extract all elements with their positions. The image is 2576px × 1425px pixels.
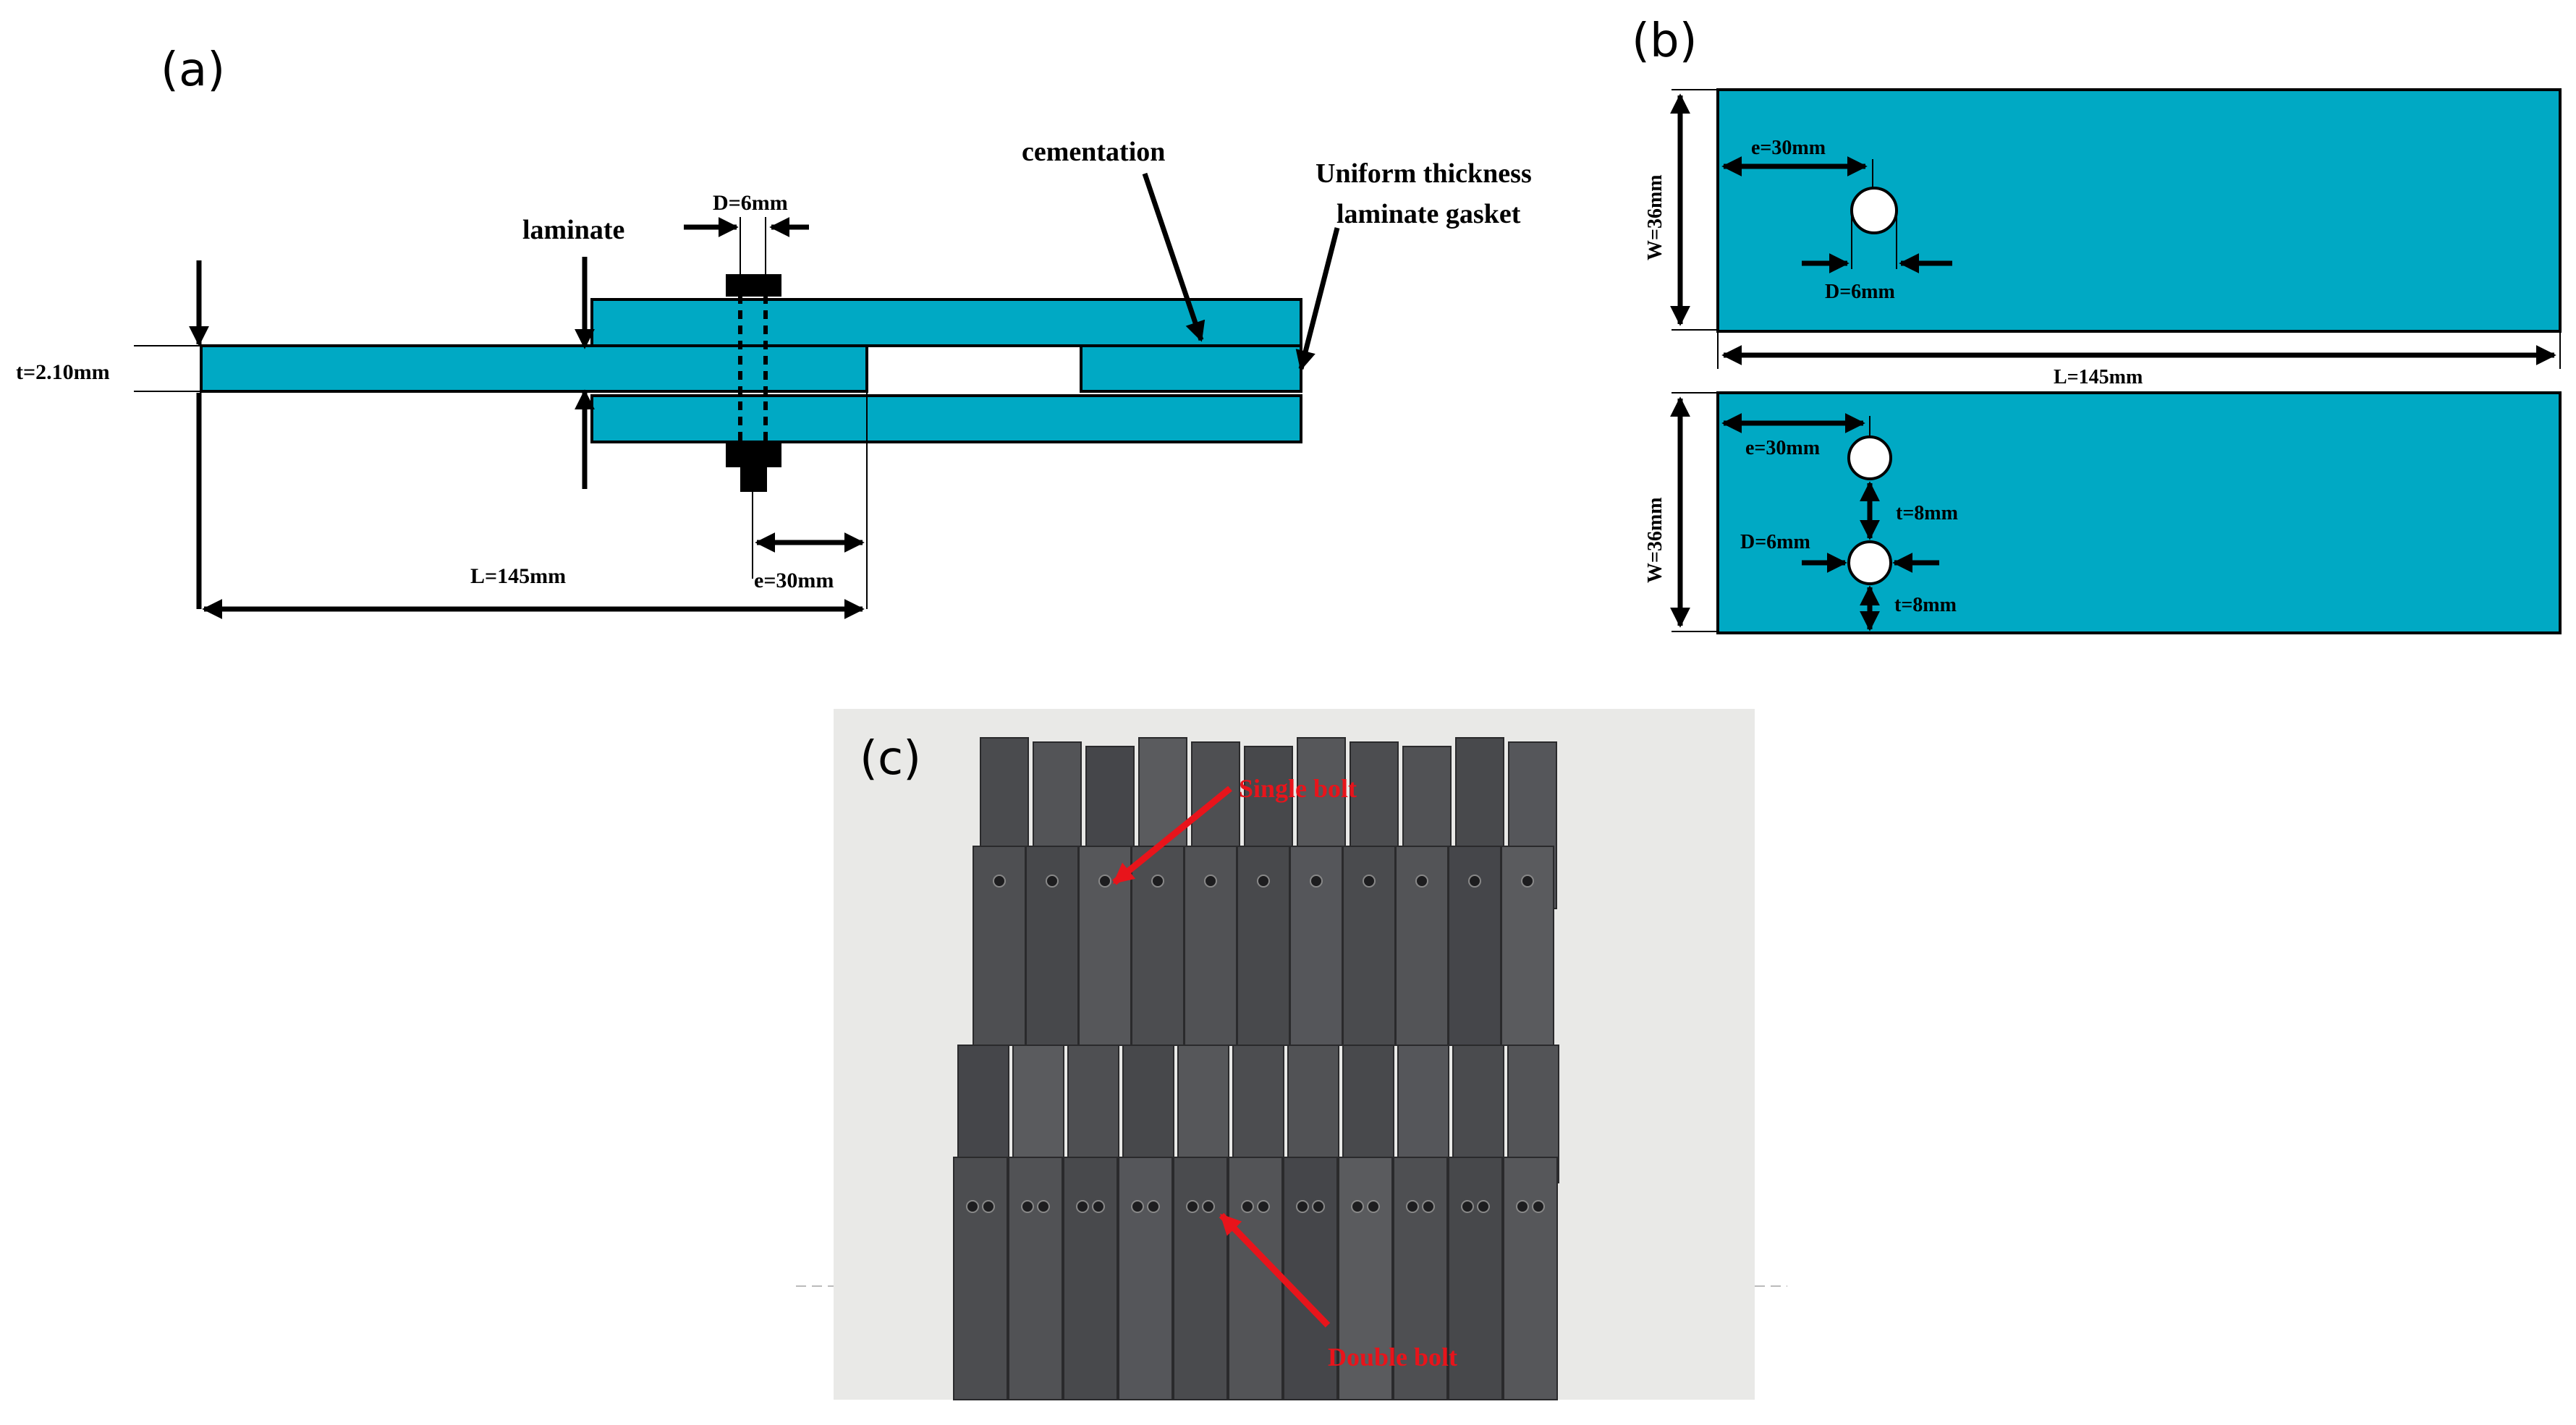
bolt-head-icon [1076,1200,1089,1213]
double-bolt-label: Double bolt [1328,1343,1457,1371]
bolt-head-icon [1021,1200,1034,1213]
double-bolt-hole-2 [1847,540,1892,585]
double-bolt-strip-near [1448,1157,1503,1400]
single-bolt-strip-near [1501,846,1554,1046]
panel-c: (c) Single bolt Double bolt [796,709,1787,1400]
length-label: L=145mm [470,564,566,588]
bolt-head [726,274,781,297]
bolt-head-icon [1186,1200,1199,1213]
bolt-head-icon [1312,1200,1325,1213]
bolt-head-icon [1477,1200,1490,1213]
lower-specimen-plate [200,344,868,393]
double-bolt-strip-near [1173,1157,1228,1400]
upper-cover-laminate [590,298,1302,347]
gasket-arrow [1295,227,1340,371]
bolt-head-icon [1151,875,1164,888]
bolt-head-icon [1092,1200,1105,1213]
bolt-head-icon [1037,1200,1050,1213]
bolt-head-icon [1296,1200,1309,1213]
gasket-label-line2: laminate gasket [1336,199,1521,229]
bottom-end-distance-label: e=30mm [1745,437,1820,459]
top-end-distance-label: e=30mm [1751,137,1826,159]
bolt-head-icon [966,1200,979,1213]
bolt-head-icon [1461,1200,1474,1213]
edge-spacing-label: t=8mm [1894,594,1957,616]
bolt-head-icon [1521,875,1534,888]
top-width-label: W=36mm [1644,174,1666,260]
bolt-head-icon [1363,875,1376,888]
single-bolt-strip-near [1184,846,1237,1046]
bolt-head-icon [1046,875,1059,888]
bolt-head-icon [1351,1200,1364,1213]
cementation-label: cementation [1022,137,1165,167]
gasket-label-line1: Uniform thickness [1315,158,1532,189]
double-bolt-strip-near [1283,1157,1338,1400]
lower-cover-laminate [590,394,1302,443]
single-bolt-specimens [973,737,1557,1046]
end-distance-label: e=30mm [754,569,834,592]
panel-a-label: (a) [161,43,225,97]
top-diameter-label: D=6mm [1825,281,1895,303]
hole-spacing-label: t=8mm [1896,502,1958,524]
double-bolt-strip-near [953,1157,1008,1400]
single-bolt-label: Single bolt [1239,774,1357,803]
bolt-tail [740,467,767,492]
double-bolt-specimens [953,1045,1559,1400]
bolt-head-icon [1516,1200,1529,1213]
uniform-thickness-gasket [1080,344,1302,393]
panel-b: (b) e=30mm D=6mm W=36mm L=145mm e=30mm t… [1632,14,2562,634]
panel-b-label: (b) [1632,14,1698,68]
thickness-label: t=2.10mm [16,360,110,384]
bolt-diameter-label: D=6mm [713,191,788,215]
bolt-head-icon [1257,1200,1270,1213]
bolt-head-icon [1131,1200,1144,1213]
double-bolt-hole-1 [1847,435,1892,480]
bolt-head-icon [1241,1200,1254,1213]
nut-top [726,443,781,467]
bolt-head-icon [1204,875,1217,888]
bolt-head-icon [1367,1200,1380,1213]
bolt-head-icon [1415,875,1428,888]
bolt-head-icon [1202,1200,1215,1213]
panel-a: (a) D=6mm laminate cementation Uniform t… [16,43,1532,619]
bolt-head-icon [1147,1200,1160,1213]
single-bolt-hole [1850,187,1898,234]
bolt-head-icon [1532,1200,1545,1213]
plate-length-label: L=145mm [2054,366,2143,388]
cementation-arrow [1142,172,1206,342]
bolt-head-icon [1257,875,1270,888]
double-bolt-strip-near [1338,1157,1393,1400]
double-bolt-arrow [1219,1212,1331,1328]
double-bolt-strip-near [1008,1157,1063,1400]
laminate-label: laminate [522,215,624,245]
double-bolt-strip-near [1503,1157,1558,1400]
bolt-head-icon [1098,875,1111,888]
bolt-head-icon [982,1200,995,1213]
bolt-head-icon [1468,875,1481,888]
bottom-diameter-label: D=6mm [1740,531,1810,553]
bolt-head-icon [1406,1200,1419,1213]
double-bolt-strip-near [1393,1157,1448,1400]
double-bolt-strip-near [1063,1157,1118,1400]
double-bolt-plate [1716,391,2562,634]
single-bolt-arrow [1112,786,1232,885]
bolt-head-icon [1422,1200,1435,1213]
double-bolt-strip-near [1228,1157,1283,1400]
double-bolt-strip-near [1118,1157,1173,1400]
bolt-head-icon [1310,875,1323,888]
panel-c-label: (c) [860,732,921,786]
bolt-head-icon [993,875,1006,888]
bottom-width-label: W=36mm [1644,497,1666,583]
